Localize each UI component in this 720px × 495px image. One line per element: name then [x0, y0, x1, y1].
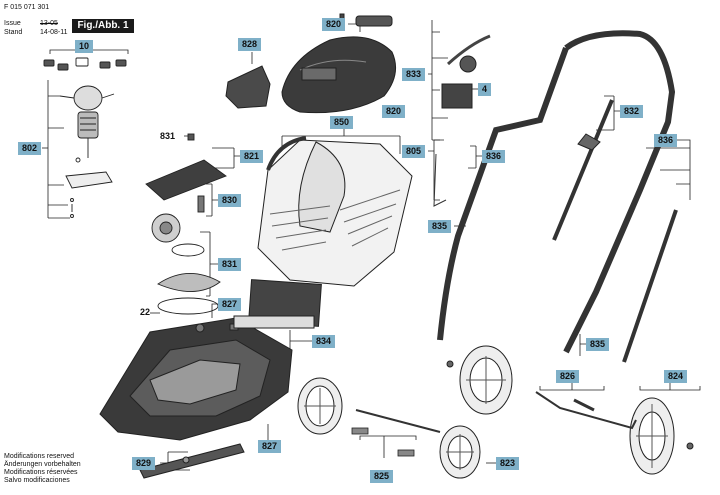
callout-832: 832 — [620, 105, 644, 118]
callout-827-mid: 827 — [218, 298, 242, 311]
callout-828: 828 — [238, 38, 262, 51]
motor-parts — [43, 57, 127, 218]
callout-824: 824 — [664, 370, 688, 383]
callout-823: 823 — [496, 457, 520, 470]
callout-826: 826 — [556, 370, 580, 383]
callout-820-top: 820 — [322, 18, 346, 31]
callout-836-mid: 836 — [482, 150, 506, 163]
side-cover — [225, 65, 271, 109]
document-number: F 015 071 301 — [4, 4, 50, 11]
stand-label: Stand — [4, 29, 23, 36]
callout-830: 830 — [218, 194, 242, 207]
handle-assembly — [233, 30, 678, 363]
mower-deck — [99, 317, 293, 441]
footer-line: Modifications réservées — [4, 469, 78, 476]
callout-10: 10 — [75, 40, 94, 53]
callout-831-top: 831 — [160, 131, 176, 141]
motor-hood — [281, 13, 397, 114]
callout-833: 833 — [402, 68, 426, 81]
grass-box — [257, 136, 413, 287]
stand-value: 14-08-11 — [40, 29, 68, 36]
callout-821: 821 — [240, 150, 264, 163]
issue-label: Issue — [4, 20, 21, 27]
footer-line: Modifications reserved — [4, 453, 75, 460]
callout-825: 825 — [370, 470, 394, 483]
callout-835-top: 835 — [428, 220, 452, 233]
wheels — [297, 345, 694, 479]
axles — [351, 391, 637, 457]
callout-835-bottom: 835 — [586, 338, 610, 351]
issue-value: 13-05 — [40, 20, 58, 27]
callout-820-bottom: 820 — [382, 105, 406, 118]
leader-lines — [42, 20, 701, 471]
callout-22: 22 — [140, 307, 151, 317]
cutting-blade — [139, 443, 245, 479]
callout-4: 4 — [478, 83, 492, 96]
callout-802: 802 — [18, 142, 42, 155]
callout-850: 850 — [330, 116, 354, 129]
callout-834: 834 — [312, 335, 336, 348]
callout-831-mid: 831 — [218, 258, 242, 271]
figure-label: Fig./Abb. 1 — [72, 19, 134, 33]
footer-line: Salvo modificaciones — [4, 477, 70, 484]
footer-line: Änderungen vorbehalten — [4, 461, 81, 468]
callout-805: 805 — [402, 145, 426, 158]
callout-836-right: 836 — [654, 134, 678, 147]
callout-829: 829 — [132, 457, 156, 470]
fan-assembly — [145, 133, 227, 315]
callout-827-bottom: 827 — [258, 440, 282, 453]
